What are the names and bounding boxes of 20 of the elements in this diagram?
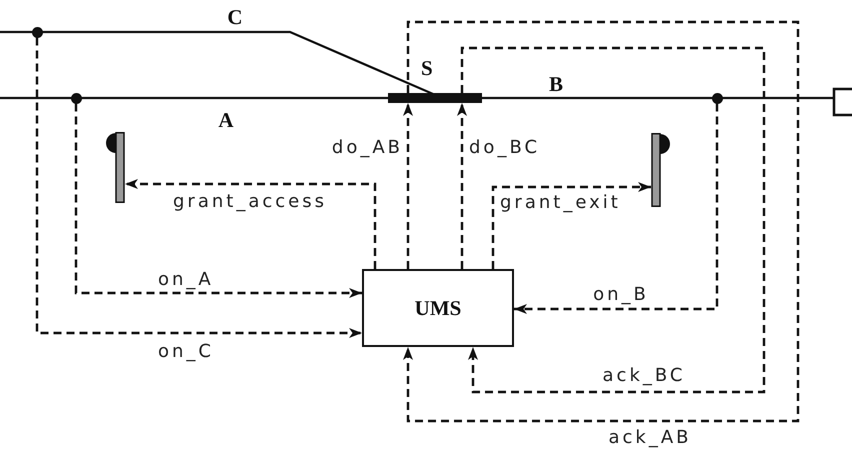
dot-icon — [70, 92, 82, 104]
signal-icon — [105, 132, 125, 203]
arrow — [125, 179, 376, 269]
arrow — [514, 104, 718, 314]
switch-label: S — [421, 57, 433, 79]
track-label: B — [549, 73, 563, 95]
arrow — [457, 103, 467, 269]
track-label: A — [218, 109, 234, 131]
arrow — [74, 104, 362, 298]
process-box — [362, 269, 514, 347]
arrow — [492, 182, 651, 269]
arrow — [460, 46, 766, 394]
track-label: C — [227, 6, 243, 28]
dot-icon — [712, 92, 722, 104]
arrow — [403, 20, 800, 422]
box-label: UMS — [414, 297, 462, 319]
dot-icon — [32, 26, 42, 38]
signal-icon — [651, 133, 671, 207]
arrow — [403, 103, 413, 269]
arrow — [36, 38, 362, 338]
